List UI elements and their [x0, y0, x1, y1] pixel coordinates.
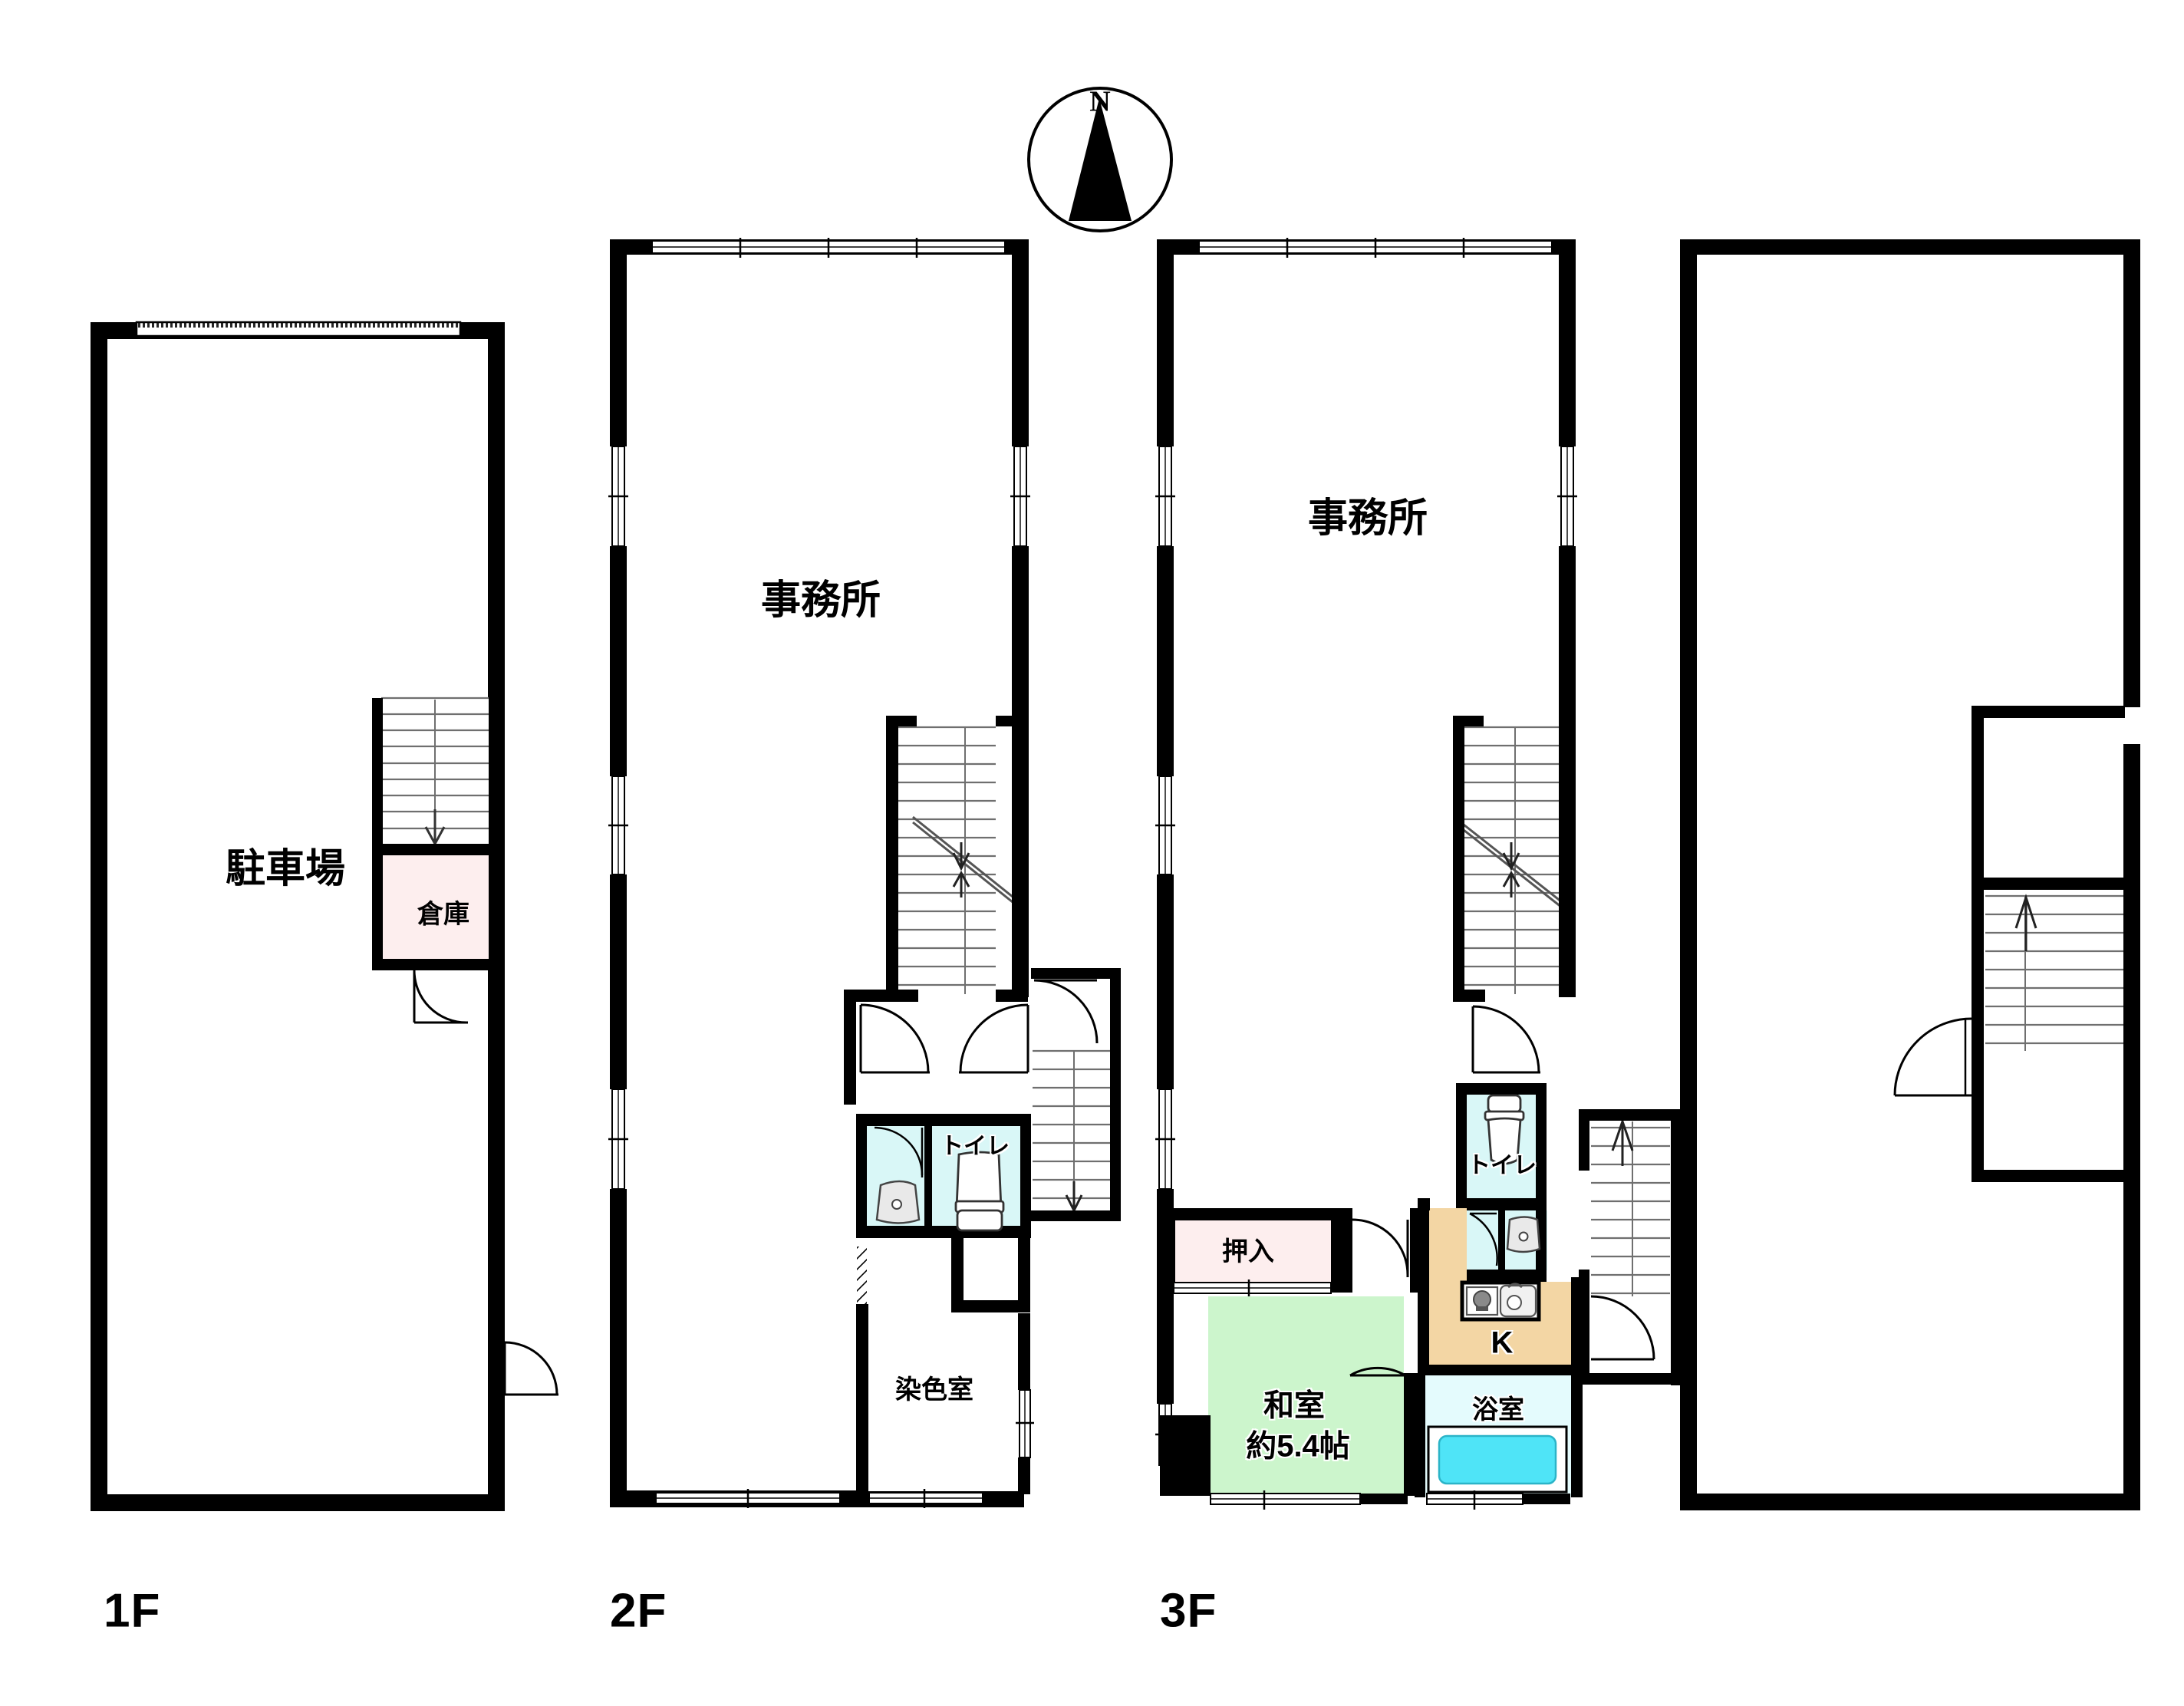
- stair-3f-main: [1453, 703, 1576, 1002]
- stair-2f-main: [886, 703, 1029, 1002]
- toilet-icon-2f: [954, 1151, 1005, 1232]
- room-closet-3f: [1164, 1208, 1342, 1298]
- door-entry-1f: [488, 1341, 558, 1396]
- corridor-wall-2f: [951, 1238, 1030, 1312]
- room-washbasin-3f: [1456, 1210, 1547, 1282]
- washbasin-icon-3f: [1506, 1216, 1541, 1253]
- stairwell-4th: [1972, 706, 2125, 890]
- room-kitchen-3f: [1418, 1198, 1583, 1377]
- window-2f-bottom: [655, 1489, 841, 1508]
- stair-4th: [1893, 890, 2125, 1182]
- door-hall-2f-left: [859, 1003, 930, 1074]
- floor-plan-2f: [608, 238, 1121, 1508]
- floor-plan-4th-panel: [1680, 239, 2140, 1510]
- shutter-window-1f: [135, 321, 462, 338]
- toilet-icon-3f: [1484, 1094, 1525, 1165]
- windows-2f-left: [608, 446, 628, 1190]
- floor-plan-3f: [1155, 238, 1682, 1510]
- window-2f-top: [651, 238, 1006, 258]
- stair-1f: [372, 697, 489, 847]
- window-3f-right: [1557, 446, 1577, 547]
- room-washitsu-3f: [1160, 1296, 1408, 1510]
- kitchen-counter-icon: [1460, 1280, 1541, 1322]
- stair-3f-right: [1579, 1109, 1682, 1385]
- door-3f-washitsu: [1349, 1366, 1415, 1496]
- window-3f-top: [1198, 238, 1553, 258]
- window-2f-right: [1010, 446, 1030, 547]
- floor-plan-1f: [91, 321, 558, 1511]
- room-dyeroom-2f: [856, 1304, 1034, 1508]
- bathtub-icon: [1427, 1425, 1568, 1494]
- room-bath-3f: [1415, 1373, 1583, 1510]
- washbasin-icon-2f: [875, 1180, 921, 1224]
- walls-4th: [1680, 239, 2140, 1510]
- door-3f-hall-mid: [1342, 1208, 1421, 1293]
- north-arrow-icon: [1027, 87, 1173, 232]
- door-storage-1f: [413, 970, 468, 1024]
- room-storage-1f: [372, 844, 489, 970]
- door-hall-2f-right: [959, 1003, 1029, 1074]
- room-toilet-3f: [1456, 1083, 1547, 1210]
- door-3f-hall: [1471, 1005, 1540, 1074]
- stair-2f-right: [1031, 968, 1121, 1224]
